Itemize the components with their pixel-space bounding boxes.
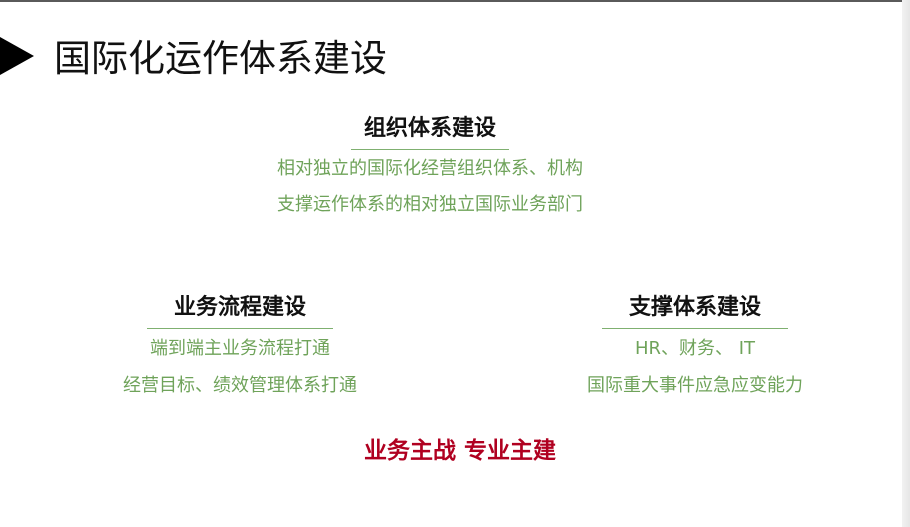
page-title: 国际化运作体系建设 xyxy=(54,37,387,80)
top-border xyxy=(0,0,910,2)
right-edge-shadow xyxy=(902,0,910,527)
organization-heading: 组织体系建设 xyxy=(363,116,496,141)
process-section: 业务流程建设 端到端主业务流程打通 经营目标、绩效管理体系打通 xyxy=(90,293,390,399)
process-divider xyxy=(147,328,333,329)
support-line-2: 国际重大事件应急应变能力 xyxy=(587,375,803,396)
support-divider xyxy=(602,328,788,329)
support-heading: 支撑体系建设 xyxy=(628,295,761,320)
title-arrow-icon xyxy=(0,37,34,75)
organization-line-2: 支撑运作体系的相对独立国际业务部门 xyxy=(277,194,583,215)
organization-line-1: 相对独立的国际化经营组织体系、机构 xyxy=(277,158,583,179)
organization-divider xyxy=(351,149,509,150)
process-heading: 业务流程建设 xyxy=(173,295,306,320)
slogan: 业务主战 专业主建 xyxy=(363,438,556,464)
process-line-2: 经营目标、绩效管理体系打通 xyxy=(123,375,357,396)
support-section: 支撑体系建设 HR、财务、 IT 国际重大事件应急应变能力 xyxy=(545,293,845,399)
support-line-1: HR、财务、 IT xyxy=(634,338,756,359)
organization-section: 组织体系建设 相对独立的国际化经营组织体系、机构 支撑运作体系的相对独立国际业务… xyxy=(230,114,630,218)
process-line-1: 端到端主业务流程打通 xyxy=(150,338,330,359)
